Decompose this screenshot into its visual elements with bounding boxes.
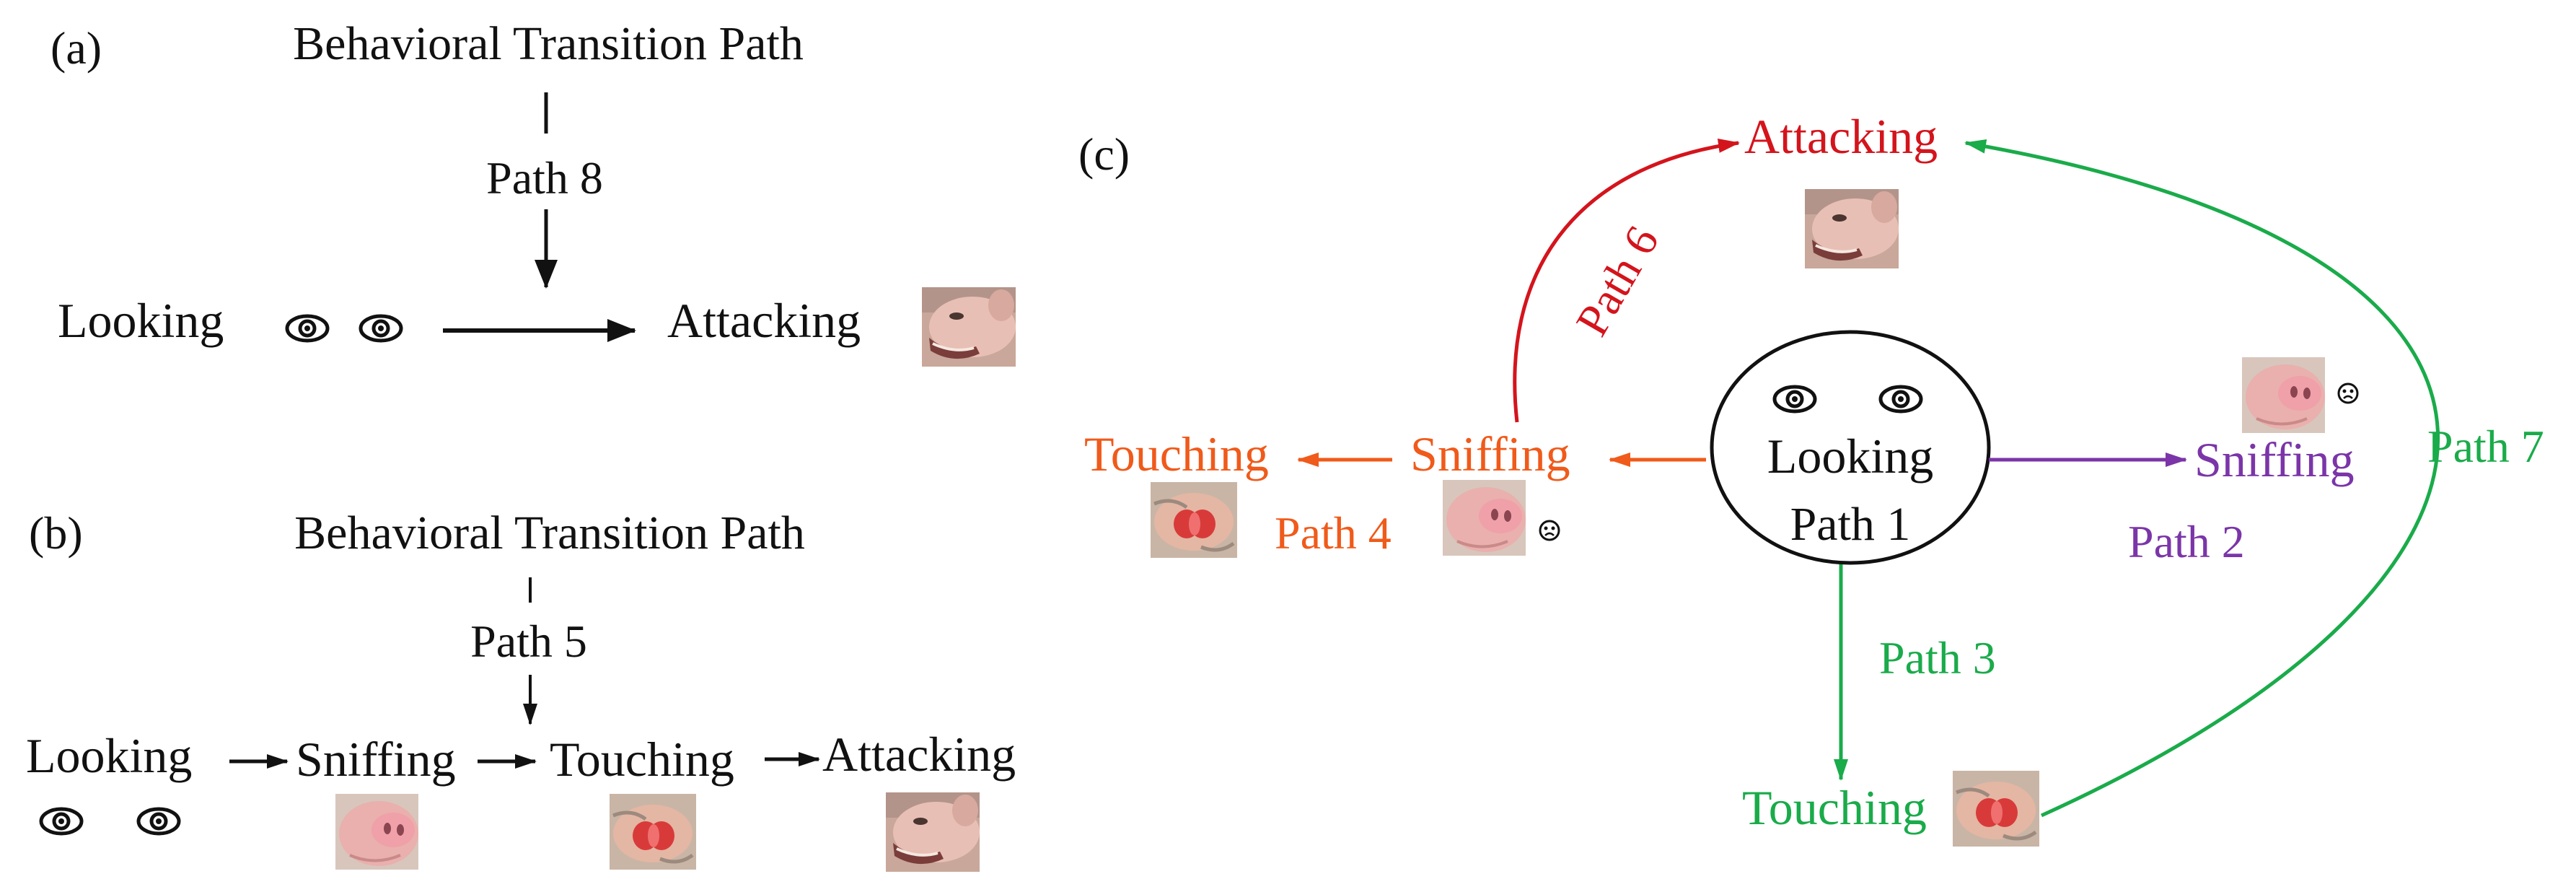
tail-wound-image — [1151, 482, 1237, 558]
panel-c-center-state: Looking — [1767, 429, 1933, 484]
panel-a-to-state: Attacking — [667, 293, 861, 348]
tail-wound-image — [1953, 771, 2039, 847]
panel-c-attacking-label: Attacking — [1744, 109, 1938, 164]
panel-c-path7-label: Path 7 — [2427, 421, 2544, 472]
panel-a-path-label: Path 8 — [486, 152, 603, 204]
worried-face-icon — [1539, 520, 1560, 541]
panel-a-title: Behavioral Transition Path — [293, 17, 804, 70]
path-7-curve — [1964, 139, 2440, 818]
panel-c-path3-label: Path 3 — [1879, 632, 1996, 683]
pig-head-image — [920, 286, 1017, 368]
panel-c-touching-bottom: Touching — [1742, 780, 1927, 835]
eye-icon — [361, 316, 401, 341]
panel-b-label: (b) — [29, 507, 83, 559]
panel-b-state-looking: Looking — [26, 728, 192, 783]
panel-c-path4-label: Path 4 — [1275, 507, 1392, 559]
eye-icon — [41, 809, 82, 834]
pig-head-image — [1803, 188, 1900, 270]
panel-a-from-state: Looking — [58, 293, 224, 348]
panel-b-title: Behavioral Transition Path — [294, 507, 805, 559]
pig-snout-image — [334, 792, 420, 871]
panel-b-state-sniffing: Sniffing — [296, 732, 456, 787]
panel-b-state-touching: Touching — [550, 732, 734, 787]
panel-c-center-path: Path 1 — [1790, 498, 1911, 551]
panel-b: (b) Behavioral Transition Path Path 5 Lo… — [26, 507, 1016, 873]
panel-c-touching-left: Touching — [1084, 427, 1269, 481]
path-6-curve — [1513, 138, 1740, 423]
panel-b-state-attacking: Attacking — [822, 727, 1016, 782]
pig-snout-image — [1441, 478, 1527, 557]
panel-c-label: (c) — [1078, 128, 1130, 180]
eye-icon — [139, 809, 179, 834]
eye-icon — [287, 316, 328, 341]
panel-c: (c) Attacking Looking Path 1 Sniffing To… — [1078, 109, 2544, 847]
panel-c-path6-label: Path 6 — [1566, 217, 1669, 344]
panel-c-sniffing-right: Sniffing — [2194, 432, 2355, 487]
pig-snout-image — [2241, 356, 2326, 434]
panel-c-sniffing-left: Sniffing — [1410, 427, 1570, 481]
panel-b-path-label: Path 5 — [470, 616, 587, 667]
panel-c-path2-label: Path 2 — [2128, 516, 2245, 567]
worried-face-icon — [2337, 382, 2359, 404]
tail-wound-image — [610, 794, 696, 870]
pig-head-image — [884, 791, 981, 873]
panel-a: (a) Behavioral Transition Path Path 8 Lo… — [50, 17, 1017, 368]
panel-a-label: (a) — [50, 22, 102, 74]
